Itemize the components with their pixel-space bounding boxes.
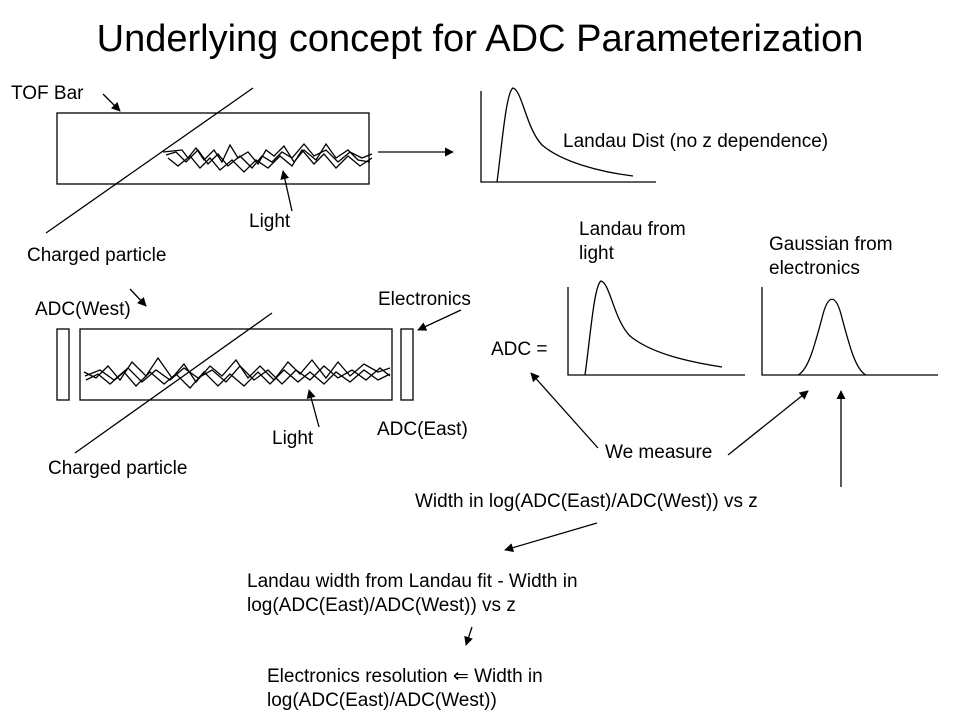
we-measure-arrow-left: [530, 372, 599, 449]
charged-particle-label-top: Charged particle: [27, 245, 167, 266]
tof-bar-label: TOF Bar: [11, 83, 84, 104]
pmt-west: [56, 328, 70, 401]
charged-particle-label-bottom: Charged particle: [48, 458, 188, 479]
light-label-top: Light: [249, 211, 291, 232]
tof-bar-pointer: [102, 93, 121, 112]
landau-axes-top: [480, 91, 656, 183]
flow-step-2: Landau width from Landau fit - Width in …: [247, 570, 578, 618]
adc-west-label: ADC(West): [35, 299, 131, 320]
flow-step-3-line1-rest: Width in: [474, 666, 543, 687]
gaussian-curve: [797, 298, 867, 376]
page-title: Underlying concept for ADC Parameterizat…: [96, 18, 864, 60]
adc-east-label: ADC(East): [377, 419, 468, 440]
gaussian-from-electronics-label: Gaussian from electronics: [769, 233, 893, 281]
flow-step-3-line2: log(ADC(East)/ADC(West)): [267, 689, 497, 711]
flow-step-3: Electronics resolution ⇐ Width in log(AD…: [267, 665, 543, 713]
flow-step-2-line2: log(ADC(East)/ADC(West)) vs z: [247, 594, 516, 616]
light-pointer-top: [280, 170, 293, 212]
light-path-bottom-3: [84, 365, 391, 385]
flow-step-1: Width in log(ADC(East)/ADC(West)) vs z: [415, 491, 758, 512]
tof-bar: [56, 112, 370, 185]
light-path-top-3: [165, 142, 373, 169]
light-label-bottom: Light: [272, 428, 314, 449]
landau-from-light-line1: Landau from: [579, 219, 686, 240]
landau-from-light-label: Landau from light: [579, 218, 686, 266]
light-path-top-2: [167, 148, 373, 173]
landau-curve-eq: [584, 280, 723, 376]
adc-equals-label: ADC =: [491, 339, 548, 360]
flow-arrow-2: [464, 626, 473, 646]
left-double-arrow-icon: ⇐: [452, 666, 469, 687]
light-pointer-bottom: [306, 389, 320, 428]
flow-arrow-1: [504, 522, 598, 553]
landau-dist-label: Landau Dist (no z dependence): [563, 131, 829, 152]
gaussian-axes: [761, 287, 938, 376]
landau-curve-top: [496, 87, 634, 183]
electronics-pointer: [417, 309, 462, 331]
charged-particle-track-top: [45, 87, 254, 234]
we-measure-label: We measure: [605, 442, 713, 463]
electronics-label: Electronics: [378, 289, 471, 310]
gaussian-line2: electronics: [769, 257, 860, 279]
bar-bottom: [79, 328, 393, 401]
flow-step-3-line1: Electronics resolution: [267, 666, 448, 687]
pmt-east: [400, 328, 414, 401]
light-path-bottom-1: [83, 356, 391, 384]
gaussian-line1: Gaussian from: [769, 234, 893, 255]
light-path-bottom-2: [85, 369, 391, 389]
adc-west-pointer: [129, 288, 147, 307]
landau-axes-eq: [567, 287, 745, 376]
we-measure-arrow-right: [727, 390, 809, 456]
flow-step-2-line1: Landau width from Landau fit - Width in: [247, 571, 578, 592]
charged-particle-track-bottom: [74, 312, 273, 454]
landau-from-light-line2: light: [579, 242, 614, 264]
